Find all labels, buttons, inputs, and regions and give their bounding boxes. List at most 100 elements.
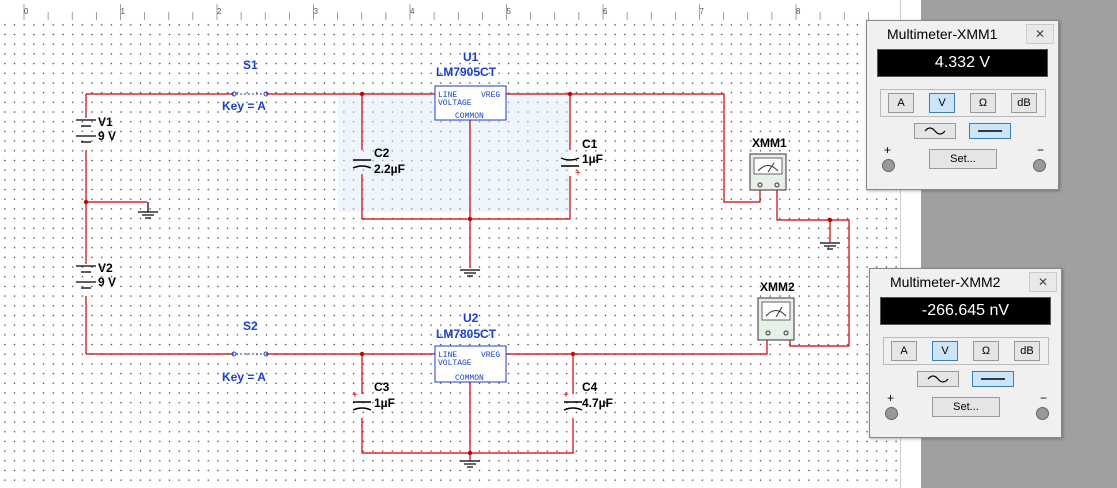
set-button[interactable]: Set... bbox=[929, 149, 997, 169]
u2-pin-voltage: VOLTAGE bbox=[438, 359, 472, 368]
dc-line-icon bbox=[981, 378, 1005, 380]
multimeter-xmm1-signal-group bbox=[908, 123, 1018, 139]
dc-line-icon bbox=[978, 130, 1002, 132]
ground-symbols bbox=[138, 202, 840, 468]
minus-terminal[interactable] bbox=[1033, 159, 1046, 172]
mode-ohms-button[interactable]: Ω bbox=[973, 341, 999, 361]
minus-terminal[interactable] bbox=[1036, 407, 1049, 420]
battery-v2[interactable] bbox=[76, 265, 96, 289]
switch-s1-name: S1 bbox=[243, 58, 258, 72]
multimeter-xmm2-display: -266.645 nV bbox=[880, 297, 1051, 325]
ground-icon bbox=[820, 242, 840, 250]
meter-xmm1-name: XMM1 bbox=[752, 136, 787, 150]
minus-terminal-label: − bbox=[1040, 391, 1048, 405]
capacitor-c3-value: 1µF bbox=[374, 396, 395, 410]
multimeter-xmm2-footer: + Set... − bbox=[870, 391, 1061, 437]
capacitor-c4-value: 4.7µF bbox=[582, 396, 613, 410]
wire-u1-caps bbox=[361, 94, 571, 220]
ruler-mark: 6 bbox=[603, 7, 608, 16]
dc-mode-button[interactable] bbox=[969, 123, 1011, 139]
plus-terminal-label: + bbox=[884, 143, 892, 157]
capacitor-c3-name: C3 bbox=[374, 380, 390, 394]
ruler-mark: 3 bbox=[314, 7, 319, 16]
switch-s2-name: S2 bbox=[243, 319, 258, 333]
ground-icon bbox=[460, 460, 480, 468]
ruler-mark: 1 bbox=[121, 7, 126, 16]
multimeter-xmm2-mode-group: A V Ω dB bbox=[882, 337, 1049, 365]
meter-xmm1-icon[interactable] bbox=[749, 153, 787, 191]
mode-volts-button[interactable]: V bbox=[932, 341, 958, 361]
plus-terminal-label: + bbox=[887, 391, 895, 405]
plus-terminal[interactable] bbox=[882, 159, 895, 172]
sine-wave-icon bbox=[924, 127, 946, 135]
plus-terminal[interactable] bbox=[885, 407, 898, 420]
multimeter-xmm2-title: Multimeter-XMM2 bbox=[890, 274, 1001, 290]
junctions bbox=[83, 91, 833, 456]
capacitor-c1[interactable] bbox=[560, 157, 580, 167]
c3-polarity-plus: + bbox=[352, 390, 358, 401]
multimeter-xmm1-title: Multimeter-XMM1 bbox=[887, 26, 998, 42]
regulator-u1-name: U1 bbox=[463, 50, 479, 64]
meter-xmm2-name: XMM2 bbox=[760, 280, 795, 294]
u2-pin-vreg: VREG bbox=[481, 351, 500, 360]
mode-amps-button[interactable]: A bbox=[888, 93, 914, 113]
mode-db-button[interactable]: dB bbox=[1014, 341, 1040, 361]
ruler-mark: 0 bbox=[24, 7, 29, 16]
multimeter-xmm1-mode-group: A V Ω dB bbox=[879, 89, 1046, 117]
ruler-mark: 7 bbox=[700, 7, 705, 16]
dc-mode-button[interactable] bbox=[972, 371, 1014, 387]
ac-mode-button[interactable] bbox=[917, 371, 959, 387]
battery-v2-value: 9 V bbox=[98, 275, 116, 289]
u2-pin-line: LINE bbox=[438, 351, 457, 360]
battery-v1[interactable] bbox=[76, 119, 96, 143]
wire-bottom bbox=[86, 340, 768, 355]
capacitor-c1-value: 1µF bbox=[582, 152, 603, 166]
capacitor-c2-name: C2 bbox=[374, 146, 390, 160]
ruler-mark: 2 bbox=[217, 7, 222, 16]
multimeter-xmm1-titlebar[interactable]: Multimeter-XMM1 ✕ bbox=[867, 21, 1058, 47]
regulator-u1-part: LM7905CT bbox=[436, 65, 497, 79]
mode-volts-button[interactable]: V bbox=[929, 93, 955, 113]
u1-pin-line: LINE bbox=[438, 91, 457, 100]
battery-v1-name: V1 bbox=[98, 115, 113, 129]
wires bbox=[85, 93, 850, 460]
multimeter-xmm1-display: 4.332 V bbox=[877, 49, 1048, 77]
ruler-mark: 5 bbox=[507, 7, 512, 16]
u2-pin-common: COMMON bbox=[455, 374, 484, 383]
switch-s1[interactable] bbox=[231, 91, 269, 97]
battery-v2-name: V2 bbox=[98, 261, 113, 275]
regulator-u2[interactable] bbox=[434, 345, 507, 383]
capacitor-c4[interactable] bbox=[563, 401, 583, 411]
multimeter-xmm2-window[interactable]: Multimeter-XMM2 ✕ -266.645 nV A V Ω dB +… bbox=[869, 268, 1062, 438]
multimeter-xmm2-titlebar[interactable]: Multimeter-XMM2 ✕ bbox=[870, 269, 1061, 295]
ac-mode-button[interactable] bbox=[914, 123, 956, 139]
c1-polarity-plus: + bbox=[575, 168, 581, 179]
ruler-mark: 8 bbox=[796, 7, 801, 16]
meter-xmm2-icon[interactable] bbox=[757, 297, 795, 341]
capacitor-c3[interactable] bbox=[352, 401, 372, 411]
regulator-u1[interactable] bbox=[434, 85, 507, 121]
switch-s2[interactable] bbox=[231, 351, 269, 357]
mode-ohms-button[interactable]: Ω bbox=[970, 93, 996, 113]
capacitor-c2[interactable] bbox=[352, 159, 372, 169]
wire-meters bbox=[776, 190, 850, 347]
set-button[interactable]: Set... bbox=[932, 397, 1000, 417]
close-icon[interactable]: ✕ bbox=[1029, 272, 1057, 292]
capacitor-c4-name: C4 bbox=[582, 380, 598, 394]
minus-terminal-label: − bbox=[1037, 143, 1045, 157]
u1-pin-vreg: VREG bbox=[481, 91, 500, 100]
mode-amps-button[interactable]: A bbox=[891, 341, 917, 361]
multimeter-xmm1-footer: + Set... − bbox=[867, 143, 1058, 189]
wire-u2-caps bbox=[361, 354, 574, 454]
ground-icon bbox=[460, 269, 480, 277]
switch-s2-key: Key = A bbox=[222, 370, 266, 384]
ground-icon bbox=[138, 202, 158, 219]
battery-v1-value: 9 V bbox=[98, 129, 116, 143]
close-icon[interactable]: ✕ bbox=[1026, 24, 1054, 44]
mode-db-button[interactable]: dB bbox=[1011, 93, 1037, 113]
ruler-mark: 4 bbox=[410, 7, 415, 16]
multimeter-xmm2-signal-group bbox=[911, 371, 1021, 387]
multimeter-xmm1-window[interactable]: Multimeter-XMM1 ✕ 4.332 V A V Ω dB + Set… bbox=[866, 20, 1059, 190]
capacitor-c2-value: 2.2µF bbox=[374, 162, 405, 176]
switch-s1-key: Key = A bbox=[222, 99, 266, 113]
